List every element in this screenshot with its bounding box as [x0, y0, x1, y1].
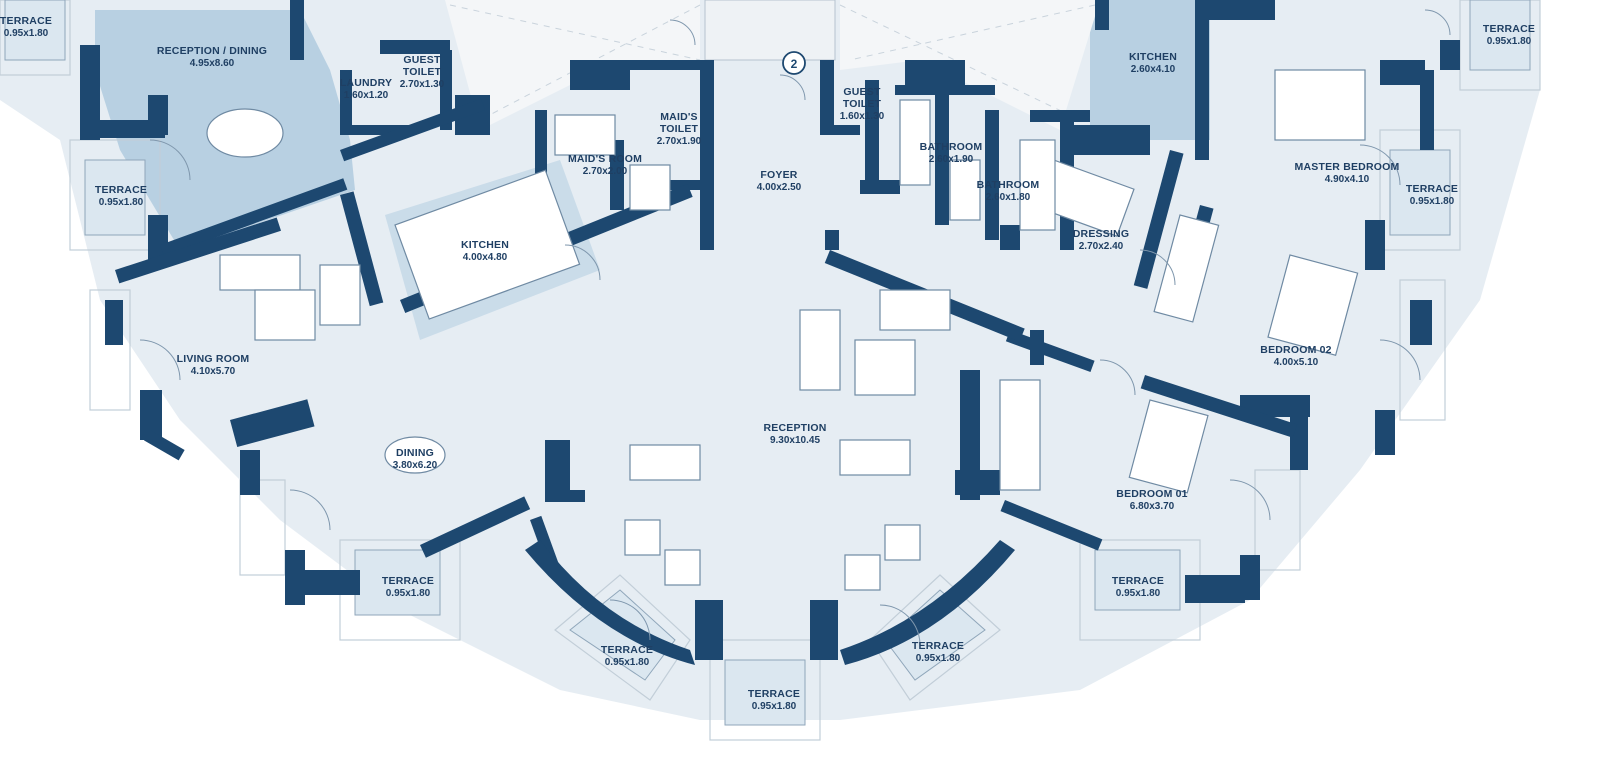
room-dimensions: 0.95x1.80: [1410, 196, 1455, 207]
terraces: [0, 0, 1541, 741]
room-dimensions: 4.10x5.70: [191, 366, 236, 377]
room-name: BEDROOM 01: [1116, 488, 1187, 500]
room-name: RECEPTION / DINING: [157, 45, 267, 57]
room-dimensions: 0.95x1.80: [605, 657, 650, 668]
stair-marker-number: 2: [791, 57, 798, 71]
room-name: TERRACE: [601, 644, 653, 656]
room-dimensions: 4.95x8.60: [190, 58, 235, 69]
room-name: TERRACE: [748, 688, 800, 700]
room-name: FOYER: [760, 169, 797, 181]
room-name: BATHROOM: [920, 141, 983, 153]
room-name: KITCHEN: [1129, 51, 1177, 63]
room-dimensions: 0.95x1.80: [1487, 36, 1532, 47]
room-dimensions: 0.95x1.80: [752, 701, 797, 712]
room-label-bedroom-02: BEDROOM 024.00x5.10: [1260, 344, 1331, 368]
room-name: GUEST: [843, 86, 881, 98]
furniture: [206, 69, 1366, 591]
room-dimensions: 4.00x5.10: [1274, 357, 1319, 368]
room-name: TERRACE: [912, 640, 964, 652]
room-dimensions: 2.70x2.00: [583, 166, 628, 177]
room-name: MAID'S ROOM: [568, 153, 642, 165]
room-dimensions: 0.95x1.80: [99, 197, 144, 208]
dining-table: [384, 436, 446, 474]
room-dimensions: 2.60x1.90: [929, 154, 974, 165]
room-name: MAID'S: [660, 111, 698, 123]
room-dimensions: 0.95x1.80: [4, 28, 49, 39]
room-dimensions: 4.90x4.10: [1325, 174, 1370, 185]
room-dimensions: 0.95x1.80: [386, 588, 431, 599]
room-name: TERRACE: [1112, 575, 1164, 587]
room-dimensions: 1.60x1.20: [344, 90, 389, 101]
room-name: MASTER BEDROOM: [1295, 161, 1400, 173]
room-dimensions: 9.30x10.45: [770, 435, 820, 446]
room-name: TERRACE: [382, 575, 434, 587]
room-name: KITCHEN: [461, 239, 509, 251]
room-dimensions: 2.70x1.90: [657, 136, 702, 147]
room-name: TOILET: [403, 66, 442, 78]
room-dimensions: 2.60x1.80: [986, 192, 1031, 203]
stair-marker: 2: [782, 51, 806, 75]
room-name: TOILET: [660, 123, 699, 135]
room-dimensions: 2.60x4.10: [1131, 64, 1176, 75]
room-name: BEDROOM 02: [1260, 344, 1331, 356]
room-label-bedroom-01: BEDROOM 016.80x3.70: [1116, 488, 1187, 512]
room-dimensions: 1.60x1.30: [840, 111, 885, 122]
kitchen-right-floor: [1090, 0, 1210, 140]
room-name: LIVING ROOM: [177, 353, 250, 365]
room-dimensions: 3.80x6.20: [393, 460, 438, 471]
room-dimensions: 2.70x2.40: [1079, 241, 1124, 252]
room-name: RECEPTION: [763, 422, 826, 434]
room-dimensions: 0.95x1.80: [916, 653, 961, 664]
room-dimensions: 4.00x2.50: [757, 182, 802, 193]
door-swings: [139, 9, 1451, 646]
room-name: LAUNDRY: [340, 77, 392, 89]
room-dimensions: 6.80x3.70: [1130, 501, 1175, 512]
room-name: BATHROOM: [977, 179, 1040, 191]
room-name: GUEST: [403, 54, 441, 66]
room-name: TERRACE: [95, 184, 147, 196]
room-name: TOILET: [843, 98, 882, 110]
room-name: DINING: [396, 447, 434, 459]
room-dimensions: 0.95x1.80: [1116, 588, 1161, 599]
room-dimensions: 2.70x1.30: [400, 79, 445, 90]
room-dimensions: 4.00x4.80: [463, 252, 508, 263]
dining-table-top-left: [206, 108, 284, 158]
room-name: DRESSING: [1073, 228, 1129, 240]
room-name: TERRACE: [1483, 23, 1535, 35]
room-name: TERRACE: [0, 15, 52, 27]
room-name: TERRACE: [1406, 183, 1458, 195]
